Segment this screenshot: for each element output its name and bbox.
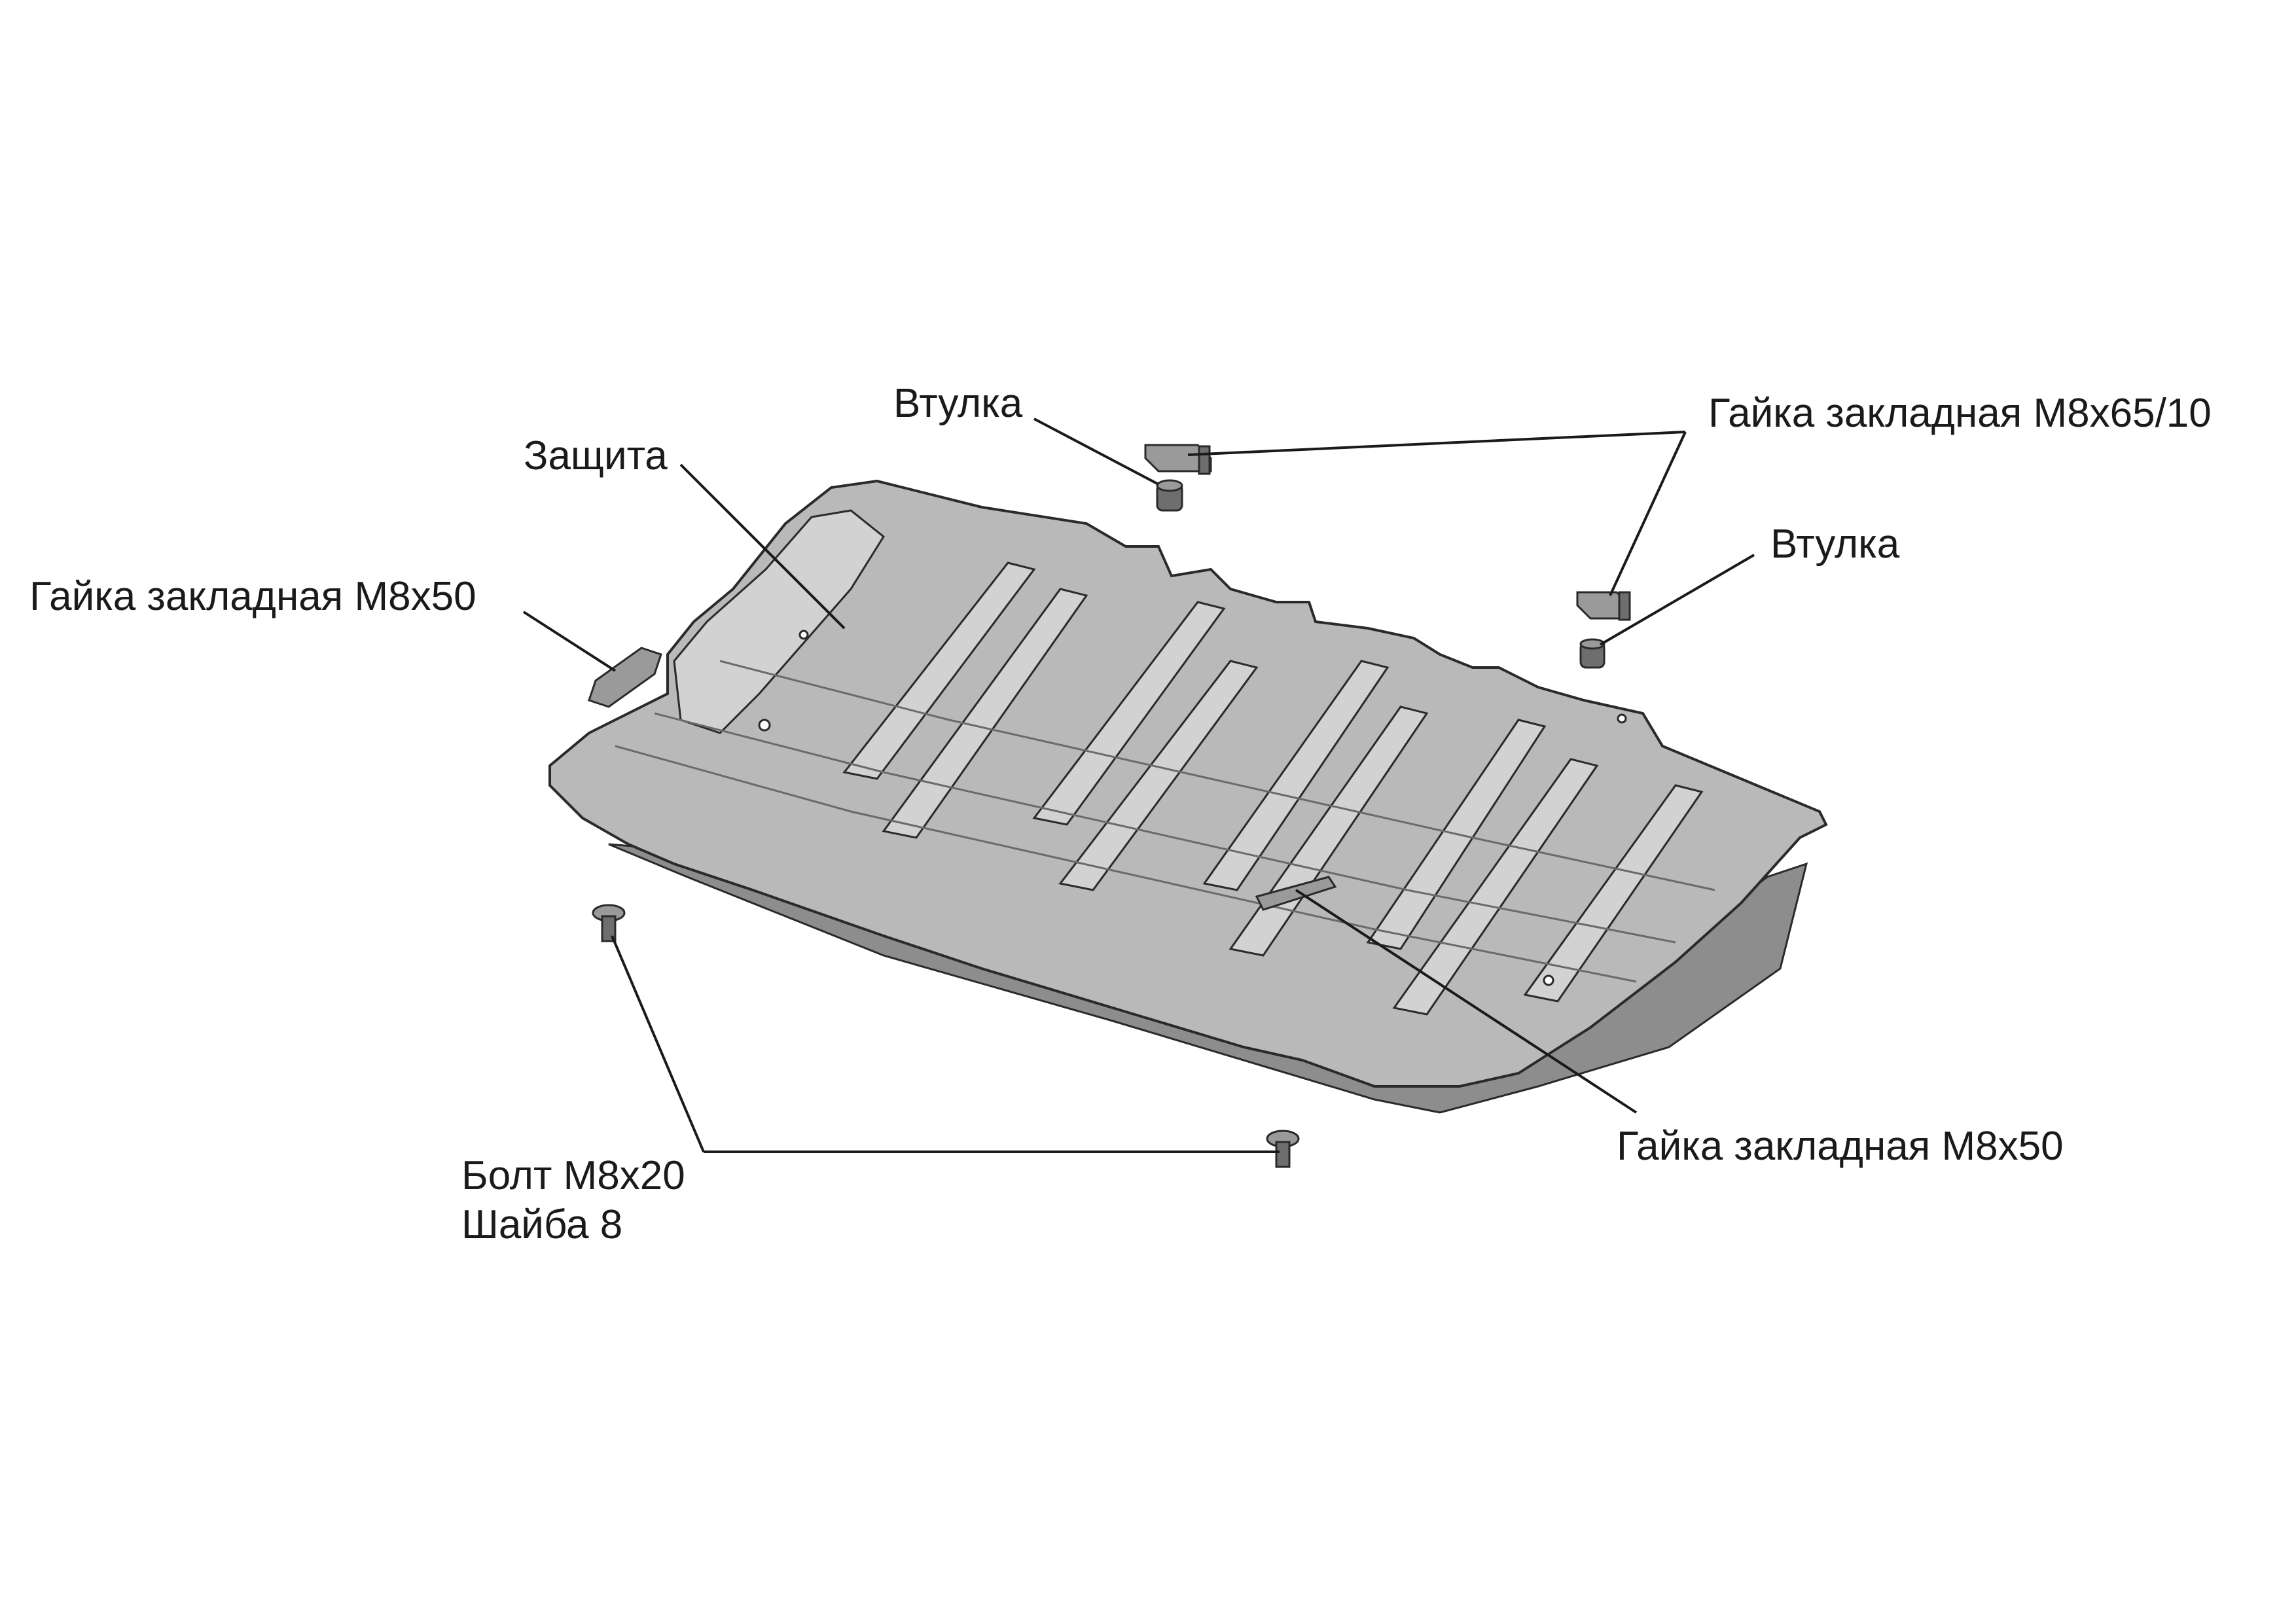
plate-top-surface <box>548 479 1828 1088</box>
insert-nut-center <box>1255 876 1337 911</box>
label-protection: Защита <box>524 433 668 478</box>
label-bushing-right: Втулка <box>1770 522 1900 567</box>
label-insert-nut-m8x50-left: Гайка закладная М8х50 <box>29 574 476 619</box>
plate-cross-channels <box>615 660 1715 983</box>
label-insert-nut-m8x65: Гайка закладная М8х65/10 <box>1708 391 2212 436</box>
insert-nut-right <box>1576 591 1631 621</box>
insert-nut-left <box>588 647 662 708</box>
plate-left-flange <box>673 509 885 734</box>
bolt-left <box>592 904 626 942</box>
label-bolt: Болт М8х20 <box>461 1153 685 1198</box>
insert-nut-top <box>1144 444 1212 475</box>
leader-lines <box>522 418 1755 1153</box>
bushing-right <box>1579 638 1605 669</box>
bushing-top <box>1156 479 1183 512</box>
bolt-bottom <box>1266 1130 1300 1168</box>
label-insert-nut-m8x50-bottom: Гайка закладная М8х50 <box>1617 1124 2064 1169</box>
label-bushing-top: Втулка <box>893 381 1023 426</box>
label-washer: Шайба 8 <box>461 1202 623 1247</box>
skid-plate <box>548 479 1828 1114</box>
plate-holes <box>758 630 1627 986</box>
